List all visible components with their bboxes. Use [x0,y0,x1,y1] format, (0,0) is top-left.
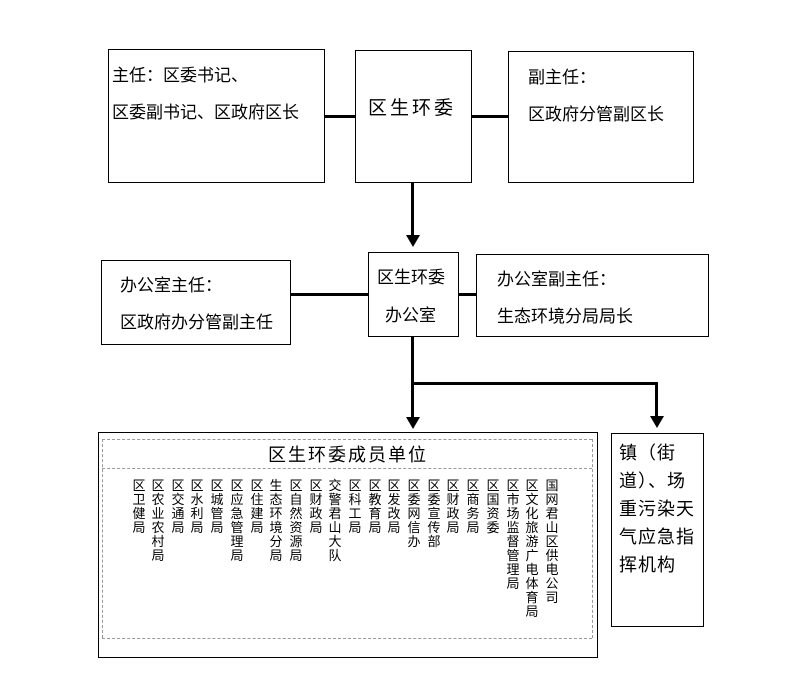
connector-office-down [411,337,414,419]
director-line1: 主任：区委书记、 [112,66,248,86]
arrow-to-members [406,417,420,429]
member-unit-16: 区委宣传部 [427,479,441,550]
deputy-director-box [508,51,694,183]
office-line2: 办公室 [385,306,436,326]
member-unit-12: 区科工局 [348,479,362,536]
office-line1: 区生环委 [377,268,445,288]
member-unit-14: 区发改局 [387,479,401,536]
member-unit-10: 区财政局 [309,479,323,536]
office-box [368,252,459,337]
connector-committee-office [411,183,414,235]
connector-office-officedeputy [459,293,476,296]
member-unit-5: 区城管局 [210,479,224,536]
office-director-line1: 办公室主任： [120,276,222,296]
connector-officedirector-office [291,293,368,296]
member-unit-13: 区教育局 [368,479,382,536]
members-box [98,432,598,658]
connector-to-side [655,382,658,418]
deputy-director-line1: 副主任： [528,68,596,88]
members-dash-right [592,439,593,638]
member-unit-2: 区农业农村局 [151,479,165,564]
office-deputy-line1: 办公室副主任： [497,270,616,290]
members-dash-left [102,439,103,638]
member-unit-21: 区文化旅游广电体育局 [525,479,539,620]
arrow-to-side [650,416,664,428]
committee-box [355,50,472,183]
town-command-box [611,433,704,627]
committee-label: 区生环委 [368,97,457,119]
deputy-director-line2: 区政府分管副区长 [528,105,664,125]
member-unit-17: 区财政局 [446,479,460,536]
office-director-line2: 区政府办分管副主任 [120,313,273,333]
member-unit-22: 国网君山区供电公司 [545,479,559,606]
office-director-box [101,260,291,345]
office-deputy-line2: 生态环境分局局长 [497,307,633,327]
member-unit-3: 区交通局 [171,479,185,536]
member-unit-7: 区住建局 [250,479,264,536]
members-dash-title [102,468,592,469]
member-unit-4: 区水利局 [190,479,204,536]
member-unit-19: 区国资委 [486,479,500,536]
member-unit-15: 区委网信办 [407,479,421,550]
arrow-to-office [406,235,420,247]
member-unit-11: 交警君山大队 [328,479,342,564]
members-dash-top [102,439,592,440]
member-unit-20: 区市场监督管理局 [506,479,520,592]
members-dash-bottom [102,638,592,639]
member-unit-18: 区商务局 [466,479,480,536]
director-box [108,49,325,183]
connector-director-committee [325,115,355,118]
member-unit-1: 区卫健局 [132,479,146,536]
member-unit-9: 区自然资源局 [289,479,303,564]
member-unit-6: 区应急管理局 [230,479,244,564]
member-unit-8: 生态环境分局 [269,479,283,564]
town-command-text: 镇（街道）、场重污染天气应急指挥机构 [619,443,695,576]
director-line2: 区委副书记、区政府区长 [112,103,299,123]
connector-committee-deputy [472,115,508,118]
office-deputy-box [476,254,709,337]
connector-branch-right [411,382,658,385]
members-title: 区生环委成员单位 [268,445,428,466]
